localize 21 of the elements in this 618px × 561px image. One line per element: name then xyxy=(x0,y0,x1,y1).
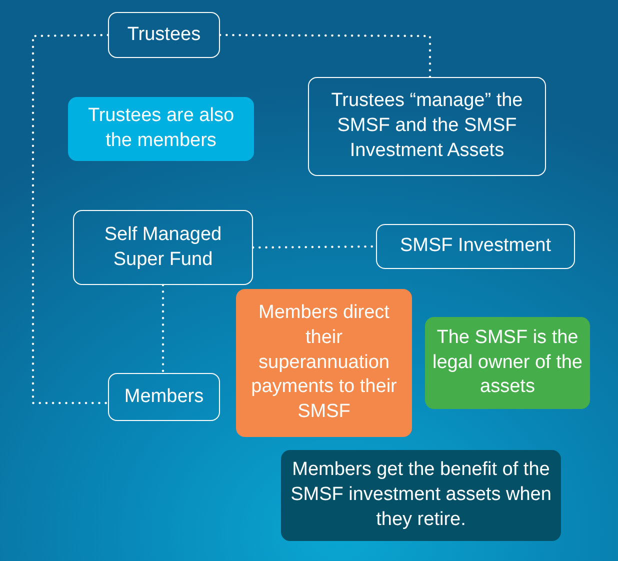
investment-box xyxy=(376,224,575,269)
role-box xyxy=(108,12,220,58)
dotted-connector xyxy=(32,34,110,404)
role-box xyxy=(108,373,220,421)
node-text: Members get the benefit of the SMSF investment assets when they retire. xyxy=(290,458,552,532)
node-text: Trustees xyxy=(127,22,201,47)
node-text: SMSF Investment xyxy=(400,234,551,258)
node-text: Self Managed Super Fund xyxy=(103,222,223,272)
note-box xyxy=(425,317,590,409)
dotted-connector xyxy=(218,34,432,78)
note-box xyxy=(236,289,412,437)
note-box xyxy=(281,450,561,541)
node-text: Members direct their superannuation payments to their SMSF xyxy=(250,301,398,424)
node-text: Members xyxy=(124,384,204,409)
note-box xyxy=(308,77,546,176)
node-text: Trustees are also the members xyxy=(86,104,236,153)
fund-box xyxy=(73,210,253,285)
node-text: The SMSF is the legal owner of the assets xyxy=(432,326,584,400)
node-text: Trustees “manage” the SMSF and the SMSF Investment Assets xyxy=(330,89,524,163)
note-box xyxy=(68,97,254,161)
dotted-connector xyxy=(162,284,164,374)
